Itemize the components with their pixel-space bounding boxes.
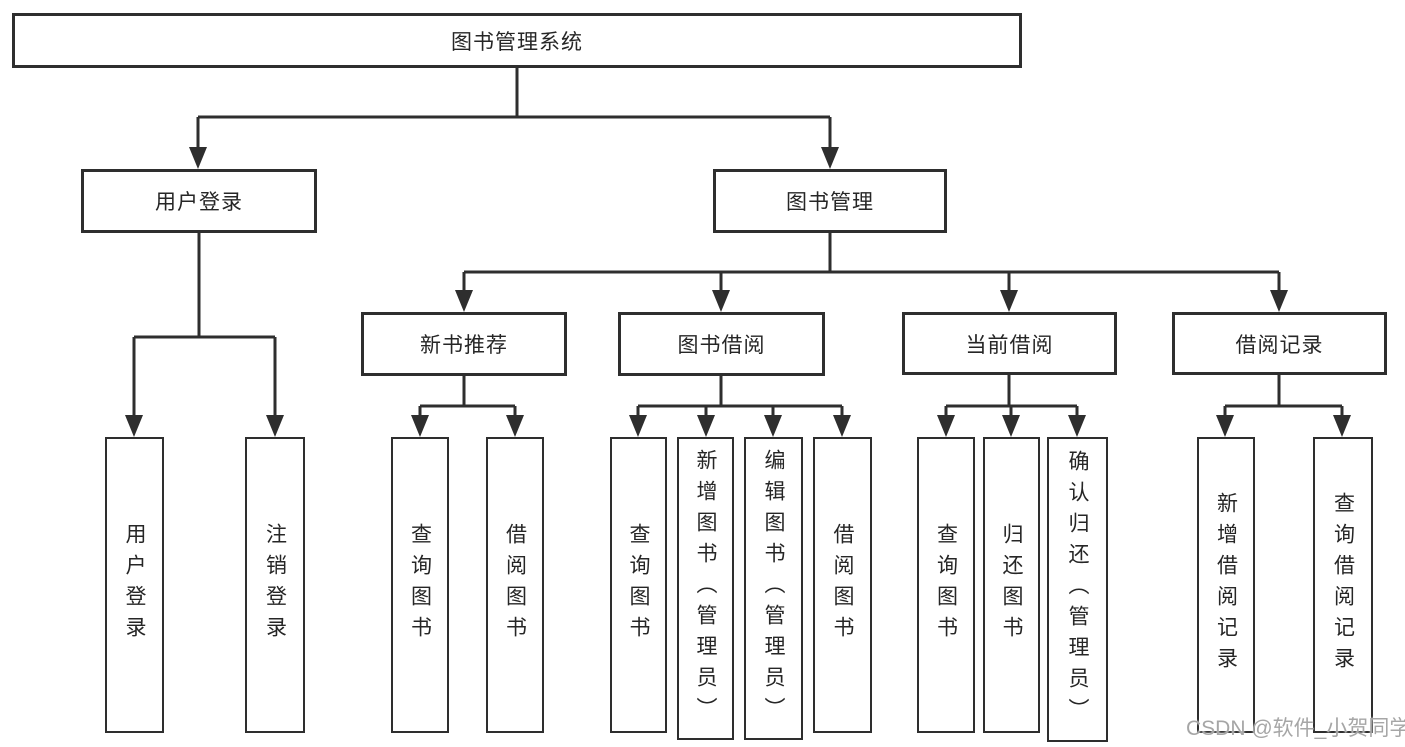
node-book-management: 图书管理 [713, 169, 947, 233]
leaf-borrow-books: 借阅图书 [486, 437, 544, 733]
leaf-label: 查询借阅记录 [1331, 492, 1355, 678]
leaf-label: 借阅图书 [831, 523, 854, 647]
node-label: 图书管理系统 [451, 30, 583, 54]
leaf-label: 查询图书 [627, 523, 650, 647]
node-new-book-recommend: 新书推荐 [361, 312, 567, 376]
leaf-logout: 注销登录 [245, 437, 305, 733]
leaf-label: 新增图书（管理员） [694, 449, 717, 728]
node-library-system: 图书管理系统 [12, 13, 1022, 68]
node-label: 图书借阅 [677, 334, 766, 357]
leaf-label: 归还图书 [1000, 523, 1023, 647]
leaf-label: 借阅图书 [503, 523, 527, 647]
leaf-label: 用户登录 [123, 523, 146, 647]
node-label: 新书推荐 [420, 334, 508, 357]
leaf-label: 新增借阅记录 [1214, 492, 1238, 678]
leaf-label: 注销登录 [263, 523, 287, 647]
leaf-borrow-books: 借阅图书 [813, 437, 872, 733]
leaf-add-book-admin: 新增图书（管理员） [677, 437, 734, 740]
leaf-label: 查询图书 [934, 523, 958, 647]
node-label: 借阅记录 [1235, 333, 1324, 357]
node-label: 图书管理 [786, 191, 874, 214]
leaf-query-borrow-record: 查询借阅记录 [1313, 437, 1373, 733]
leaf-label: 确认归还（管理员） [1066, 450, 1089, 729]
node-book-borrowing: 图书借阅 [618, 312, 825, 376]
leaf-query-books: 查询图书 [391, 437, 449, 733]
csdn-watermark: CSDN @软件_小贺同学 [1186, 717, 1405, 740]
node-label: 用户登录 [155, 191, 243, 214]
leaf-user-login: 用户登录 [105, 437, 164, 733]
leaf-query-books: 查询图书 [917, 437, 975, 733]
node-current-borrowing: 当前借阅 [902, 312, 1117, 375]
leaf-confirm-return-admin: 确认归还（管理员） [1047, 437, 1108, 742]
tree-edges [132, 68, 1344, 420]
leaf-add-borrow-record: 新增借阅记录 [1197, 437, 1255, 733]
node-label: 当前借阅 [965, 333, 1054, 357]
leaf-query-books: 查询图书 [610, 437, 667, 733]
node-user-login: 用户登录 [81, 169, 317, 233]
leaf-return-books: 归还图书 [983, 437, 1040, 733]
leaf-label: 查询图书 [408, 523, 432, 647]
node-borrowing-records: 借阅记录 [1172, 312, 1387, 375]
leaf-label: 编辑图书（管理员） [762, 449, 785, 728]
leaf-edit-book-admin: 编辑图书（管理员） [744, 437, 803, 740]
